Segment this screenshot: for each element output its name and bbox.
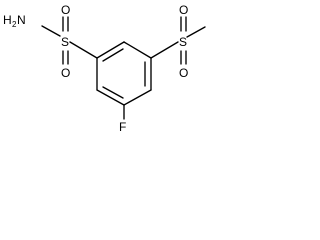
ring-bond-2 (123, 41, 152, 59)
sulfone-to-methyl-bond (186, 26, 206, 38)
sulfone-oxygen-top-label: O (179, 3, 188, 17)
sulfonamide-to-nh2-bond (41, 25, 61, 37)
sulfone-oxygen-bottom-label: O (179, 66, 188, 80)
sulfonamide-oxygen-bottom-label: O (61, 66, 70, 80)
nh2-label-suffix: N (17, 13, 26, 27)
ring-inner-bond-3 (102, 86, 124, 99)
nh2-label-subscript: 2 (12, 20, 17, 29)
structure-canvas: H 2 N S O O S O O F (0, 0, 234, 132)
sulfone-sulfur-label: S (179, 35, 187, 49)
ring-inner-bond-1 (102, 48, 124, 62)
ring-to-sulfonamide-bond (69, 41, 98, 59)
fluorine-label: F (119, 120, 126, 132)
ring-bond-5 (96, 89, 125, 106)
nh2-label-prefix: H (3, 13, 12, 27)
chemical-structure-diagram: H 2 N S O O S O O F (3, 3, 206, 132)
ring-bond-1 (96, 41, 125, 59)
ring-bond-4 (123, 89, 152, 106)
ring-to-sulfone-bond (150, 41, 179, 59)
sulfonamide-sulfur-label: S (61, 35, 69, 49)
sulfonamide-oxygen-top-label: O (61, 3, 70, 17)
